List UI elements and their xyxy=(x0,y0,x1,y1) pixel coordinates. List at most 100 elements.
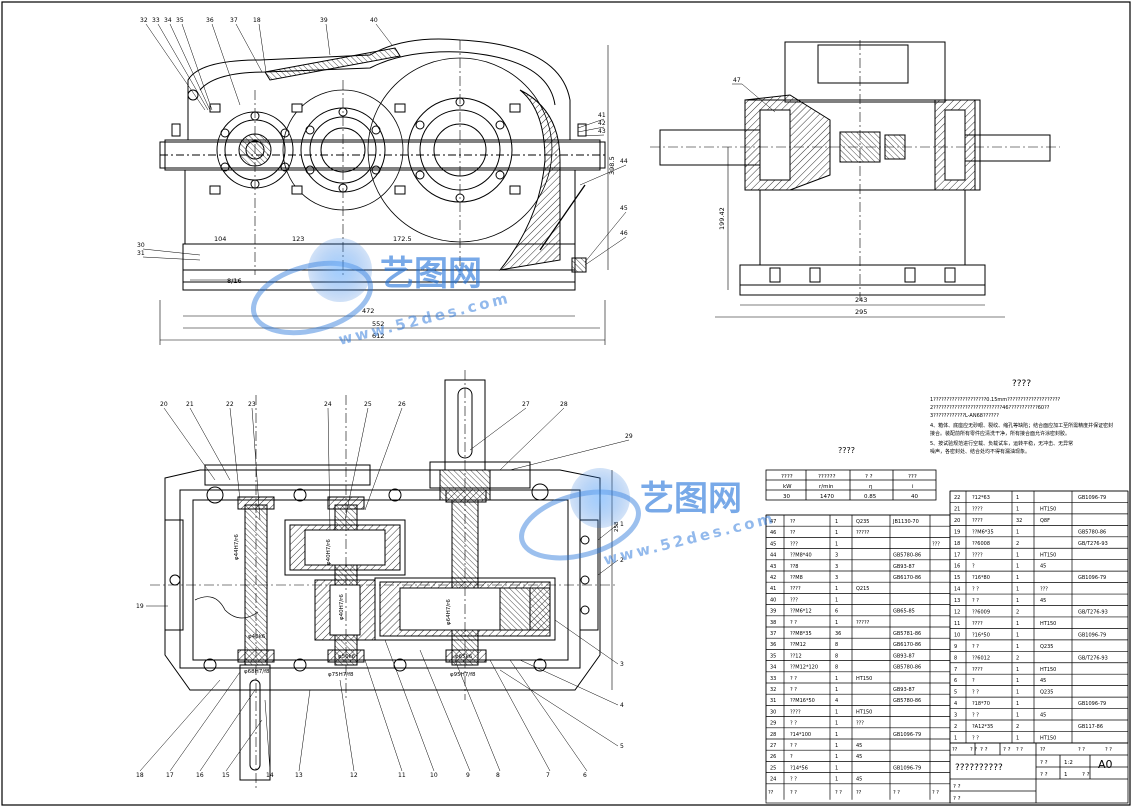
bom-left-r16-c1: ??M16*50 xyxy=(790,698,815,704)
bom-right-r9-c2: 1 xyxy=(1016,598,1019,604)
bom-right-r4-c1: ??6008 xyxy=(972,541,990,547)
bom-left-r13-c1: ??M12*120 xyxy=(790,665,818,671)
plan-view xyxy=(150,370,615,790)
tech-req-line-7: 噪声，各密封处、结合处均不得有漏油现象。 xyxy=(930,448,1030,455)
bom-left-r20-c1: ? ? xyxy=(790,743,797,749)
bom-right-r12-c2: 1 xyxy=(1016,632,1019,638)
bom-right-r13-c0: 9 xyxy=(954,644,957,650)
bom-left-r2-c2: 1 xyxy=(835,541,838,547)
bom-right-r20-c0: 2 xyxy=(954,724,957,730)
tech-req-line-2: 2??????????????????????????46???????????… xyxy=(930,405,1050,411)
tb-label-2: ? ? xyxy=(953,784,961,790)
dim-199-42: 199.42 xyxy=(718,207,726,230)
balloon-plan-top-6: 26 xyxy=(398,401,406,408)
bom-left-r6-c0: 41 xyxy=(770,586,776,592)
watermark-brand-2: 艺图网 xyxy=(640,479,742,519)
balloon-plan-bottom-7: 11 xyxy=(398,772,406,779)
bom-right-r16-c3: 45 xyxy=(1040,678,1046,684)
bom-left-r5-c0: 42 xyxy=(770,575,776,581)
bom-right-r6-c0: 16 xyxy=(954,564,960,570)
balloon-plan-top-4: 24 xyxy=(324,401,332,408)
bom-left-r17-c3: HT150 xyxy=(856,709,872,715)
bom-left-r13-c2: 8 xyxy=(835,665,838,671)
bom-left-r17-c0: 30 xyxy=(770,709,776,715)
bom-right-r15-c2: 1 xyxy=(1016,667,1019,673)
tb-label-3: ? ? xyxy=(953,796,961,802)
bom-right-r8-c2: 1 xyxy=(1016,587,1019,593)
tb-label-4: ? ? xyxy=(980,747,988,753)
bom-right-r16-c0: 6 xyxy=(954,678,957,684)
balloon-front-16: 31 xyxy=(137,250,145,257)
bom-left-footer-0: ?? xyxy=(768,790,774,796)
bom-left-r19-c2: 1 xyxy=(835,732,838,738)
fit-44h7: φ44H7/r6 xyxy=(234,534,240,560)
bom-right-r9-c3: 45 xyxy=(1040,598,1046,604)
tb-sheet-label: ? ? xyxy=(1040,772,1048,778)
bom-left-r8-c1: ??M6*12 xyxy=(790,609,812,615)
bom-right-r12-c4: GB1096-79 xyxy=(1078,632,1106,638)
bom-left-r8-c0: 39 xyxy=(770,609,776,615)
side-balloons: 47 xyxy=(732,77,776,113)
bom-left-r5-c1: ??M8 xyxy=(790,575,803,581)
fit-75h7: φ75H7/f8 xyxy=(328,672,354,678)
bom-right-r6-c3: 45 xyxy=(1040,564,1046,570)
bom-left-footer-2: ? ? xyxy=(835,790,842,796)
bom-left-r0-c2: 1 xyxy=(835,519,838,525)
balloon-plan-bottom-5: 13 xyxy=(295,772,303,779)
bom-left-r23-c0: 24 xyxy=(770,777,776,783)
balloon-plan-right-3: 4 xyxy=(620,702,624,709)
bom-right-r0-c4: GB1096-79 xyxy=(1078,495,1106,501)
drawing-title: ???? xyxy=(1005,382,1008,384)
side-view-dims: 243 295 199.42 xyxy=(718,207,867,316)
bom-right-footer-3: ?? xyxy=(1040,747,1046,753)
balloon-front-8: 40 xyxy=(370,17,378,24)
bom-right-r2-c2: 32 xyxy=(1016,518,1022,524)
tech-requirements-heading: ???? xyxy=(1012,379,1031,389)
bom-right-r2-c3: Q8F xyxy=(1040,518,1050,524)
watermark-globe-icon xyxy=(308,238,372,302)
bom-left-r7-c0: 40 xyxy=(770,597,776,603)
bom-left-r15-c1: ? ? xyxy=(790,687,797,693)
bom-left-footer-3: ?? xyxy=(856,790,862,796)
spec-h-speed: ?????? xyxy=(818,474,836,480)
bom-left-r7-c2: 1 xyxy=(835,597,838,603)
dim-398-5: 398.5 xyxy=(608,156,616,175)
balloon-plan-bottom-8: 10 xyxy=(430,772,438,779)
bom-right-r18-c4: GB1096-79 xyxy=(1078,701,1106,707)
bom-left-r21-c2: 1 xyxy=(835,754,838,760)
bom-left-r6-c1: ???? xyxy=(790,586,801,592)
side-view xyxy=(650,40,1060,318)
bom-right-r9-c0: 13 xyxy=(954,598,960,604)
bom-right-r7-c4: GB1096-79 xyxy=(1078,575,1106,581)
bom-left-r1-c3: ????? xyxy=(856,530,870,536)
bom-right-r3-c0: 19 xyxy=(954,529,960,535)
tb-size: A0 xyxy=(1098,758,1113,771)
bom-right-r4-c0: 18 xyxy=(954,541,960,547)
bom-left-r4-c0: 43 xyxy=(770,564,776,570)
bom-left-r12-c2: 8 xyxy=(835,653,838,659)
bom-right-r8-c0: 14 xyxy=(954,587,960,593)
bom-left-r4-c4: GB93-87 xyxy=(893,564,915,570)
bom-right-r17-c2: 1 xyxy=(1016,690,1019,696)
bom-right-r10-c1: ??6009 xyxy=(972,610,990,616)
bom-left-r21-c3: 45 xyxy=(856,754,862,760)
watermark-swoosh-icon xyxy=(250,260,374,336)
bom-right-r0-c0: 22 xyxy=(954,495,960,501)
bom-right-r13-c2: 1 xyxy=(1016,644,1019,650)
balloon-front-5: 37 xyxy=(230,17,238,24)
balloon-plan-bottom-0: 18 xyxy=(136,772,144,779)
bom-left-r17-c2: 1 xyxy=(835,709,838,715)
dim-104: 104 xyxy=(214,235,226,243)
bom-left-footer-5: ? ? xyxy=(932,790,939,796)
bom-right-footer-5: ? ? xyxy=(1105,747,1112,753)
watermark-brand-1: 艺图网 xyxy=(380,254,482,294)
balloon-plan-top-7: 27 xyxy=(522,401,530,408)
tech-req-line-5: 接合。装配前所有零件应清洗干净，所有接合面允许涂密封胶。 xyxy=(930,430,1070,437)
balloon-front-4: 36 xyxy=(206,17,214,24)
bom-left-r6-c2: 1 xyxy=(835,586,838,592)
bom-left-r20-c3: 45 xyxy=(856,743,862,749)
bom-right-r18-c2: 1 xyxy=(1016,701,1019,707)
bom-right-r18-c1: ?18*70 xyxy=(972,701,990,707)
bom-left-r9-c0: 38 xyxy=(770,620,776,626)
